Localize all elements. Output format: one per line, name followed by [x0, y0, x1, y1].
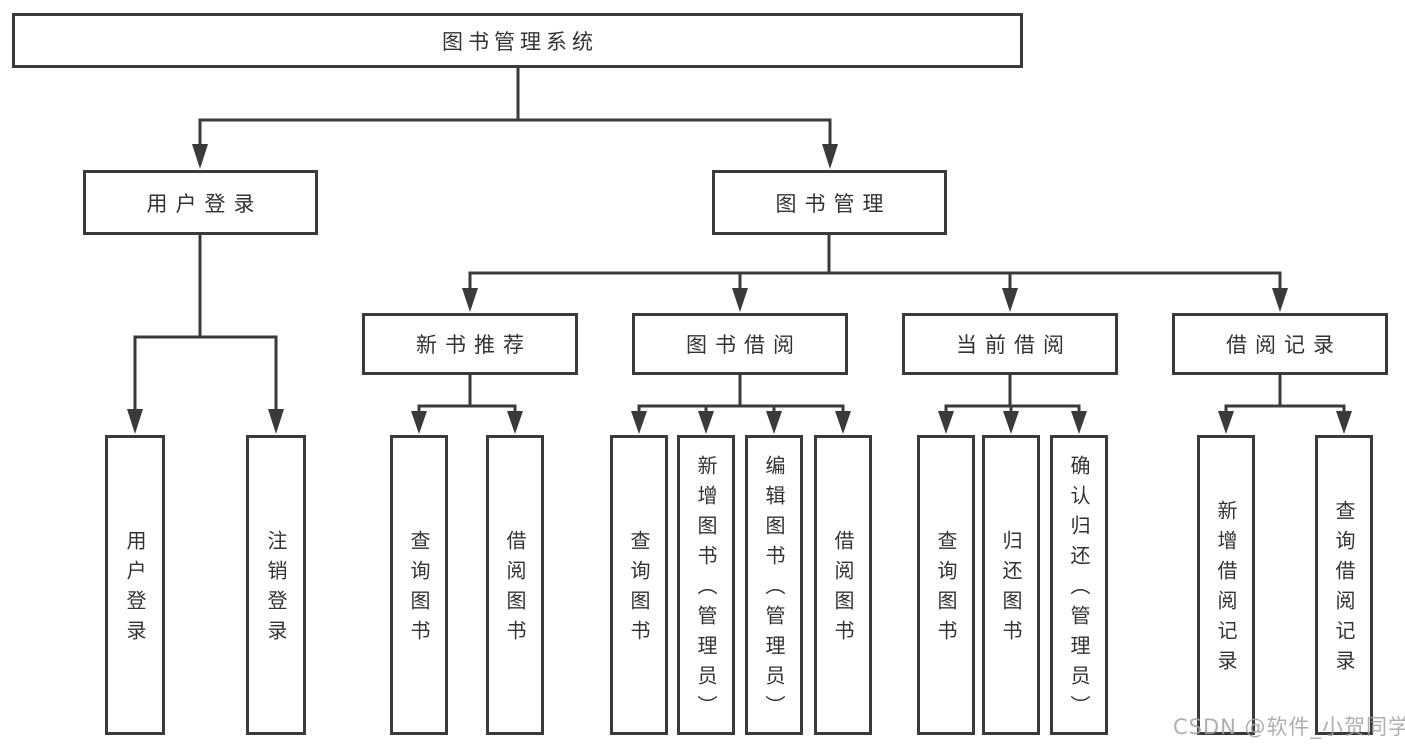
leaf-query-books-borrow-label: 查询图书 [627, 530, 651, 650]
leaf-return-books: 归还图书 [982, 435, 1040, 735]
node-new-book-recommend: 新书推荐 [362, 313, 578, 375]
node-book-borrow-label: 图书借阅 [686, 333, 802, 357]
node-user-login-label: 用户登录 [146, 191, 263, 216]
node-book-borrow: 图书借阅 [632, 313, 848, 375]
connector-current-borrow-children [938, 373, 1087, 434]
leaf-borrow-books-recommend-label: 借阅图书 [503, 530, 527, 650]
leaf-logout-label: 注销登录 [264, 530, 288, 650]
node-book-management-label: 图书管理 [775, 191, 892, 216]
leaf-query-borrow-record: 查询借阅记录 [1315, 435, 1373, 735]
leaf-borrow-books: 借阅图书 [814, 435, 872, 735]
leaf-add-books-admin: 新增图书（管理员） [677, 435, 735, 735]
connector-borrow-records-children [1218, 373, 1352, 434]
watermark: CSDN @软件_小贺同学 [1173, 715, 1405, 739]
leaf-edit-books-admin-label: 编辑图书（管理员） [762, 455, 786, 725]
leaf-add-borrow-record-label: 新增借阅记录 [1214, 500, 1238, 680]
leaf-borrow-books-recommend: 借阅图书 [486, 435, 544, 735]
node-borrow-records-label: 借阅记录 [1226, 333, 1342, 357]
node-user-login: 用户登录 [83, 170, 318, 235]
connector-book-management-children [462, 233, 1288, 312]
leaf-add-books-admin-label: 新增图书（管理员） [694, 455, 718, 725]
leaf-query-books-current: 查询图书 [917, 435, 975, 735]
leaf-query-books-recommend: 查询图书 [390, 435, 448, 735]
leaf-query-books-recommend-label: 查询图书 [407, 530, 431, 650]
node-current-borrow-label: 当前借阅 [956, 333, 1072, 357]
leaf-query-books-current-label: 查询图书 [934, 530, 958, 650]
node-current-borrow: 当前借阅 [902, 313, 1118, 375]
leaf-edit-books-admin: 编辑图书（管理员） [745, 435, 803, 735]
leaf-user-login: 用户登录 [105, 435, 165, 735]
leaf-logout: 注销登录 [246, 435, 306, 735]
connector-root-to-level2 [192, 66, 838, 169]
node-borrow-records: 借阅记录 [1172, 313, 1388, 375]
connector-user-login-children [127, 233, 284, 434]
node-library-system-label: 图书管理系统 [442, 29, 598, 54]
leaf-return-books-label: 归还图书 [999, 530, 1023, 650]
leaf-user-login-label: 用户登录 [123, 530, 147, 650]
leaf-query-books-borrow: 查询图书 [610, 435, 668, 735]
leaf-add-borrow-record: 新增借阅记录 [1197, 435, 1255, 735]
connector-book-borrow-children [631, 373, 851, 434]
leaf-borrow-books-label: 借阅图书 [831, 530, 855, 650]
node-new-book-recommend-label: 新书推荐 [416, 333, 532, 357]
node-library-system: 图书管理系统 [12, 13, 1023, 68]
connector-new-book-children [411, 373, 523, 434]
leaf-confirm-return-admin: 确认归还（管理员） [1050, 435, 1108, 735]
node-book-management: 图书管理 [712, 170, 947, 235]
leaf-query-borrow-record-label: 查询借阅记录 [1332, 500, 1356, 680]
leaf-confirm-return-admin-label: 确认归还（管理员） [1067, 455, 1091, 725]
